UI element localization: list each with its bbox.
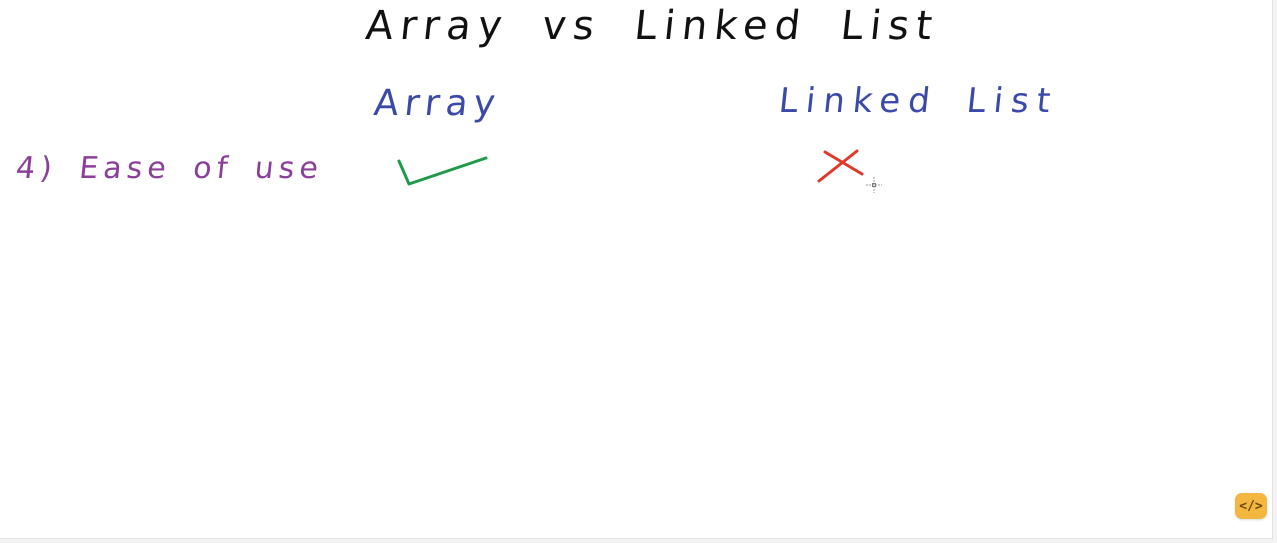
cross-mark-icon <box>817 149 864 183</box>
crosshair-cursor-icon <box>866 177 882 193</box>
code-icon: </> <box>1239 498 1263 514</box>
code-badge-button[interactable]: </> <box>1235 493 1267 519</box>
check-mark-icon <box>397 156 488 186</box>
